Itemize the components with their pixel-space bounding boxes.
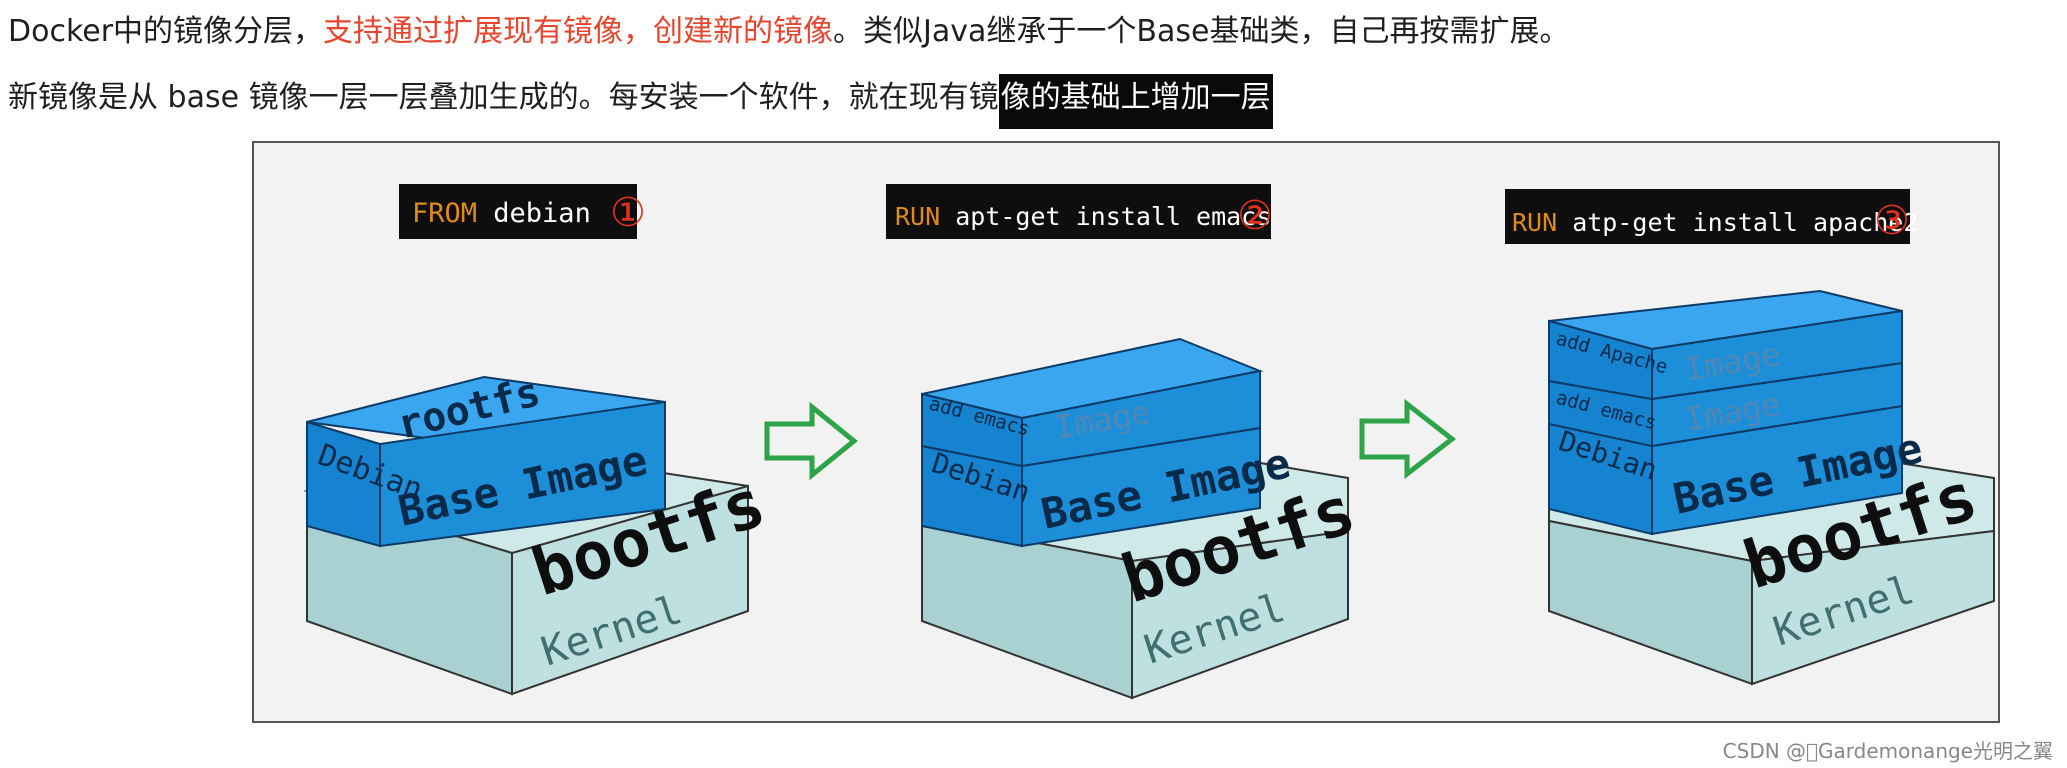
stack-3-apache-front bbox=[1651, 309, 1903, 401]
paragraph-2: 新镜像是从 base 镜像一层一层叠加生成的。每安装一个软件，就在现有镜像的基础… bbox=[8, 74, 1273, 129]
step-2-badge: ② bbox=[1237, 193, 1273, 239]
command-1-args: debian bbox=[477, 198, 591, 229]
command-1-text: FROM debian bbox=[412, 198, 591, 229]
step-1-badge: ① bbox=[610, 190, 646, 236]
stack-2: RUN apt-get install emacs ② Kernel bootf… bbox=[886, 184, 1364, 700]
paragraph-2-text: 新镜像是从 base 镜像一层一层叠加生成的。每安装一个软件，就在现有镜 bbox=[8, 80, 999, 115]
stack-2-kernel-front bbox=[1131, 529, 1349, 700]
command-3-box bbox=[1505, 189, 1910, 244]
command-1-box bbox=[399, 184, 637, 239]
command-2-keyword: RUN bbox=[895, 202, 940, 231]
command-2-text: RUN apt-get install emacs bbox=[895, 202, 1271, 231]
arrow-1-icon bbox=[764, 401, 858, 481]
docker-layers-diagram: FROM debian ① Kernel bootfs Debian Base … bbox=[252, 141, 2000, 723]
watermark: CSDN @ Gardemonange光明之翼 bbox=[1722, 739, 2053, 763]
stack-1-base-front bbox=[379, 400, 666, 548]
stack-1-kernel-front bbox=[511, 484, 749, 696]
command-1-keyword: FROM bbox=[412, 198, 477, 229]
paragraph-1-text-b: 。类似Java继承于一个Base基础类，自己再按需扩展。 bbox=[833, 14, 1570, 49]
command-3-args: atp-get install apache2 bbox=[1557, 208, 1918, 237]
command-2-box bbox=[886, 184, 1271, 239]
stack-2-emacs-front bbox=[1021, 369, 1261, 468]
stack-3-kernel-front bbox=[1751, 529, 1995, 686]
paragraph-1-red-text: 支持通过扩展现有镜像，创建新的镜像 bbox=[323, 14, 834, 49]
command-3-keyword: RUN bbox=[1512, 208, 1557, 237]
paragraph-2-highlight: 像的基础上增加一层 bbox=[998, 74, 1273, 129]
step-3-badge: ③ bbox=[1874, 198, 1910, 244]
paragraph-1: Docker中的镜像分层，支持通过扩展现有镜像，创建新的镜像。类似Java继承于… bbox=[8, 12, 1569, 52]
command-3-text: RUN atp-get install apache2 bbox=[1512, 208, 1918, 237]
paragraph-1-text-a: Docker中的镜像分层， bbox=[8, 14, 324, 49]
stack-1: FROM debian ① Kernel bootfs Debian Base … bbox=[303, 184, 774, 696]
arrow-2-icon bbox=[1359, 398, 1457, 480]
command-2-args: apt-get install emacs bbox=[940, 202, 1271, 231]
